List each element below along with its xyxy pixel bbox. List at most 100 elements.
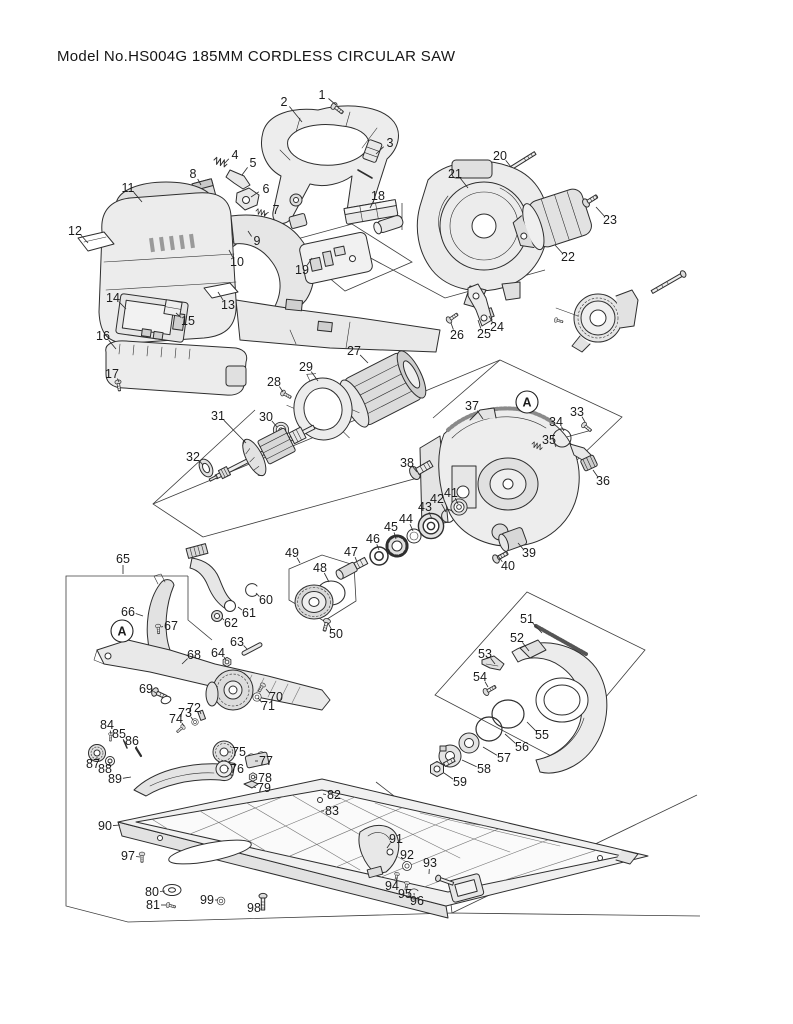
- page-title: Model No.HS004G 185MM CORDLESS CIRCULAR …: [57, 48, 456, 65]
- leader-line-37: [476, 410, 484, 420]
- part-label-23: 23: [603, 213, 617, 227]
- leader-line-11: [133, 191, 143, 203]
- part-label-68: 68: [187, 648, 201, 662]
- part-label-4: 4: [232, 148, 239, 162]
- leader-line-13: [217, 291, 224, 301]
- leader-line-84: [109, 730, 112, 735]
- part-label-48: 48: [313, 561, 327, 575]
- leader-line-1: [328, 98, 337, 106]
- part-label-10: 10: [230, 255, 244, 269]
- leader-line-20: [505, 159, 512, 168]
- part-label-75: 75: [232, 745, 246, 759]
- part-label-74: 74: [169, 712, 183, 726]
- leader-line-64: [223, 656, 227, 661]
- part-27-stator-sketch: [339, 350, 427, 428]
- part-label-83: 83: [325, 804, 339, 818]
- leader-line-51: [532, 622, 543, 634]
- part-label-40: 40: [501, 559, 515, 573]
- part-31-armature-sketch: [208, 424, 316, 482]
- leader-line-10: [228, 249, 233, 258]
- part-label-32: 32: [186, 450, 200, 464]
- leader-line-44: [409, 524, 414, 532]
- part-22-motor-sketch: [512, 188, 592, 251]
- leader-line-40: [497, 555, 503, 563]
- part-15-plate-sketch: [163, 299, 183, 317]
- part-label-8: 8: [190, 167, 197, 181]
- part-99-washer-sketch: [216, 896, 226, 906]
- leader-line-74: [181, 722, 185, 727]
- part-32-bearing-sketch: [198, 458, 214, 478]
- part-77-block-sketch: [244, 751, 270, 769]
- part-label-37: 37: [465, 399, 479, 413]
- part-81-screw-sketch: [165, 901, 177, 910]
- part-label-11: 11: [122, 181, 135, 195]
- part-53-lever-sketch: [481, 655, 505, 671]
- leader-line-33: [581, 416, 586, 423]
- leader-line-2: [289, 106, 303, 123]
- part-79-clip-sketch: [243, 780, 259, 789]
- part-label-58: 58: [477, 762, 491, 776]
- part-72-post-sketch: [197, 709, 207, 721]
- part-29-baffle-sketch: [286, 373, 360, 441]
- part-80-washer-sketch: [162, 884, 182, 896]
- leader-line-14: [118, 301, 127, 310]
- part-label-71: 71: [261, 699, 275, 713]
- part-label-69: 69: [139, 682, 153, 696]
- part-label-87: 87: [86, 757, 100, 771]
- part-label-25: 25: [477, 327, 491, 341]
- leader-line-57: [482, 746, 498, 756]
- part-label-27: 27: [347, 344, 361, 358]
- leader-line-86: [135, 745, 138, 750]
- leader-line-80: [159, 890, 166, 892]
- part-label-28: 28: [267, 375, 281, 389]
- part-45-gear-sketch: [385, 534, 409, 558]
- leader-line-69: [153, 690, 157, 694]
- part-label-31: 31: [211, 409, 225, 423]
- leader-line-54: [484, 681, 489, 688]
- part-88-washer-sketch: [105, 756, 115, 766]
- part-label-12: 12: [68, 224, 82, 238]
- leader-line-58: [461, 759, 477, 768]
- part-label-9: 9: [254, 234, 261, 248]
- part-label-46: 46: [366, 532, 380, 546]
- part-75-knob-sketch: [212, 740, 236, 764]
- leader-line-23: [595, 206, 605, 217]
- leader-line-41: [454, 497, 459, 505]
- leader-line-60: [255, 592, 260, 597]
- leader-line-30: [271, 420, 278, 428]
- part-97-screw-sketch: [138, 851, 146, 863]
- part-label-73: 73: [178, 706, 192, 720]
- part-39-sleeve-sketch: [498, 527, 528, 552]
- leader-line-55: [526, 721, 537, 732]
- leader-line-8: [197, 178, 202, 186]
- part-label-20: 20: [493, 149, 507, 163]
- leader-line-16: [108, 339, 117, 350]
- part-label-18: 18: [371, 189, 385, 203]
- leader-line-78: [253, 776, 258, 778]
- part-label-57: 57: [497, 751, 511, 765]
- part-25-lever-sketch: [467, 283, 493, 327]
- part-label-82: 82: [327, 788, 341, 802]
- part-label-90: 90: [98, 819, 112, 833]
- part-label-92: 92: [400, 848, 414, 862]
- leader-line-19: [306, 257, 313, 266]
- section-marker-label-1: A: [117, 625, 126, 639]
- leader-line-61: [237, 606, 243, 611]
- part-label-70: 70: [269, 690, 283, 704]
- leader-line-63: [243, 645, 248, 650]
- leader-line-68: [181, 658, 188, 665]
- leader-line-25: [477, 319, 482, 329]
- part-label-98: 98: [247, 901, 261, 915]
- part-label-2: 2: [281, 95, 288, 109]
- part-label-44: 44: [399, 512, 413, 526]
- leader-line-42: [441, 503, 447, 513]
- part-label-26: 26: [450, 328, 464, 342]
- part-label-91: 91: [389, 832, 403, 846]
- leader-line-27: [359, 354, 369, 364]
- leader-line-15: [175, 312, 182, 319]
- part-label-59: 59: [453, 775, 467, 789]
- bevel-gear-assembly-sketch: [553, 270, 687, 353]
- leader-line-4: [223, 158, 230, 165]
